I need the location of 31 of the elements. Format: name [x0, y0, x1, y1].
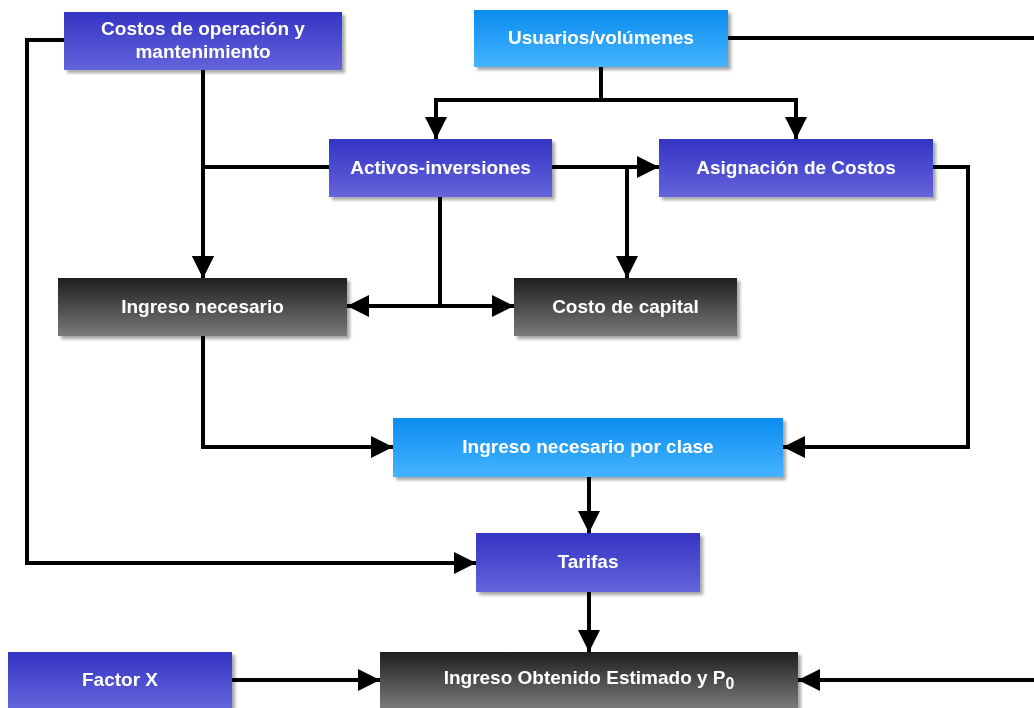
- arrow: [783, 165, 970, 458]
- box-label: Tarifas: [557, 551, 619, 574]
- process-box: [380, 652, 798, 708]
- box-label: Costo de capital: [552, 295, 699, 319]
- arrow: [232, 669, 380, 691]
- process-box: [393, 418, 783, 477]
- box-label: Asignación de Costos: [696, 156, 896, 180]
- process-box: [58, 278, 347, 336]
- arrow: [578, 592, 600, 652]
- box-label: Ingreso Obtenido Estimado y P$_{0}$: [443, 666, 735, 694]
- box-label: Activos-inversiones: [350, 156, 531, 180]
- box-label: Usuarios/volúmenes: [508, 27, 694, 50]
- process-box: [8, 652, 232, 708]
- process-box: [329, 139, 552, 197]
- arrow: [798, 669, 1034, 691]
- box-label: Factor X: [82, 668, 158, 692]
- arrow: [25, 38, 476, 574]
- process-box: [514, 278, 737, 336]
- process-box: [476, 533, 700, 592]
- process-box: [474, 10, 728, 67]
- process-box: [659, 139, 933, 197]
- arrow: [438, 197, 514, 317]
- arrow: [552, 165, 638, 278]
- process-box: [64, 12, 342, 70]
- box-label: Costos de operación y mantenimiento: [100, 18, 306, 64]
- arrow: [201, 336, 393, 458]
- box-label: Ingreso necesario por clase: [462, 436, 714, 459]
- connector-line: [728, 36, 1034, 40]
- box-label: Ingreso necesario: [121, 295, 284, 319]
- arrow: [599, 67, 807, 139]
- arrow: [578, 477, 600, 533]
